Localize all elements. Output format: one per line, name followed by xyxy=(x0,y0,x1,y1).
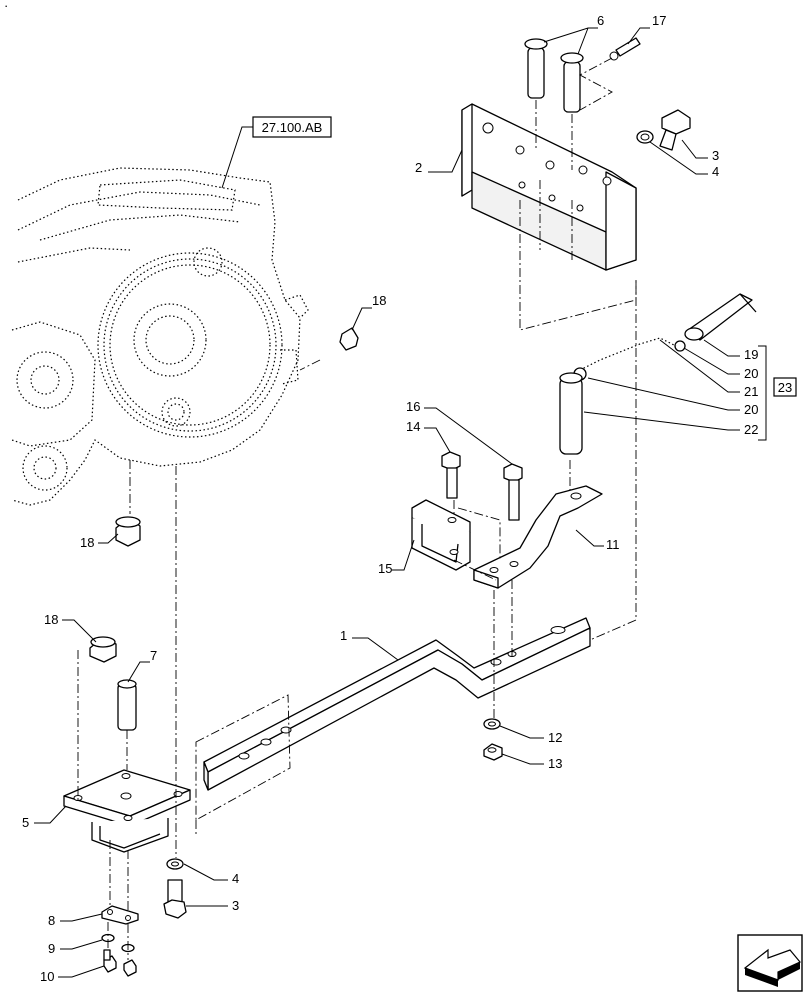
callout-18-lower: 18 xyxy=(44,612,58,627)
callout-20-lower: 20 xyxy=(744,402,758,417)
pin-22 xyxy=(559,372,583,455)
callout-16: 16 xyxy=(406,399,420,414)
bolt-16 xyxy=(503,463,523,521)
reference-box[interactable]: 27.100.AB xyxy=(221,116,332,189)
callout-21: 21 xyxy=(744,384,758,399)
transmission-housing xyxy=(11,167,309,506)
callout-15: 15 xyxy=(378,561,392,576)
callout-3-upper: 3 xyxy=(712,148,719,163)
callout-6: 6 xyxy=(597,13,604,28)
svg-text:23: 23 xyxy=(778,380,792,395)
pin-pair xyxy=(524,38,584,113)
bracket-5 xyxy=(63,769,191,853)
callout-2: 2 xyxy=(415,160,422,175)
arrow-left-icon[interactable] xyxy=(737,934,803,992)
callout-3-lower: 3 xyxy=(232,898,239,913)
callout-8: 8 xyxy=(48,913,55,928)
washer-9 xyxy=(101,933,135,953)
callout-19: 19 xyxy=(744,347,758,362)
lower-bolt xyxy=(163,879,187,919)
pin-7 xyxy=(117,679,137,731)
drawbar-support-frame xyxy=(461,103,637,271)
callout-4-upper: 4 xyxy=(712,164,719,179)
callout-14: 14 xyxy=(406,419,420,434)
nut-13 xyxy=(483,743,503,761)
callout-18-mid: 18 xyxy=(80,535,94,550)
callout-1: 1 xyxy=(340,628,347,643)
washer-12 xyxy=(483,718,501,730)
upper-washer xyxy=(636,130,654,144)
callout-17: 17 xyxy=(652,13,666,28)
plate-8 xyxy=(101,905,139,925)
link-arm-11 xyxy=(473,485,603,589)
callout-18-upper: 18 xyxy=(372,293,386,308)
lynch-pin xyxy=(609,37,641,61)
callout-5: 5 xyxy=(22,815,29,830)
upper-bolt xyxy=(659,109,691,151)
plug-upper xyxy=(339,327,359,351)
callout-10: 10 xyxy=(40,969,54,984)
drawbar xyxy=(203,617,591,791)
callout-9: 9 xyxy=(48,941,55,956)
callout-20-upper: 20 xyxy=(744,366,758,381)
group-box-23[interactable]: 23 xyxy=(773,377,797,397)
group-bracket xyxy=(758,345,767,441)
ring-20-upper xyxy=(674,340,686,352)
callout-13: 13 xyxy=(548,756,562,771)
svg-text:27.100.AB: 27.100.AB xyxy=(262,120,323,135)
lower-washer xyxy=(166,858,184,870)
callout-4-lower: 4 xyxy=(232,871,239,886)
callout-22: 22 xyxy=(744,422,758,437)
assembly-lines xyxy=(77,180,637,960)
chain-21 xyxy=(579,337,677,371)
callout-11: 11 xyxy=(606,537,620,552)
plug-mid xyxy=(115,516,141,547)
bolt-10 xyxy=(103,949,137,977)
plug-lower xyxy=(89,636,117,663)
corner-mark: · xyxy=(4,0,8,13)
retainer-clip-19 xyxy=(684,293,757,341)
callout-12: 12 xyxy=(548,730,562,745)
callout-7: 7 xyxy=(150,648,157,663)
u-bracket-15 xyxy=(411,499,471,571)
bolt-14 xyxy=(441,451,461,499)
